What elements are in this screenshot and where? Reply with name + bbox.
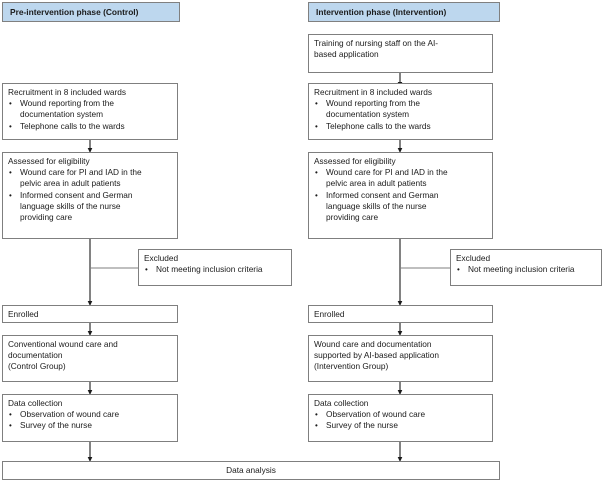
node-title: Excluded: [144, 253, 179, 263]
node-title: Recruitment in 8 included wards: [8, 87, 127, 97]
node-title: Assessed for eligibility: [8, 156, 90, 166]
node-control-data-collection: Data collection Observation of wound car…: [2, 394, 178, 442]
node-title: Assessed for eligibility: [314, 156, 396, 166]
node-data-analysis: Data analysis: [2, 461, 500, 480]
phase-header-control-label: Pre-intervention phase (Control): [10, 6, 139, 17]
node-bullet-list: Wound reporting from the documentation s…: [314, 98, 487, 132]
node-control-recruitment: Recruitment in 8 included wards Wound re…: [2, 83, 178, 140]
list-item: Observation of wound care: [314, 409, 487, 420]
node-intervention-recruitment: Recruitment in 8 included wards Wound re…: [308, 83, 493, 140]
node-title: Data analysis: [226, 464, 276, 475]
node-bullet-list: Observation of wound care Survey of the …: [8, 409, 172, 432]
node-bullet-list: Not meeting inclusion criteria: [144, 264, 286, 275]
phase-header-intervention-label: Intervention phase (Intervention): [316, 6, 447, 17]
phase-header-intervention: Intervention phase (Intervention): [308, 2, 500, 22]
node-title: Data collection: [314, 398, 369, 408]
node-intervention-training: Training of nursing staff on the AI- bas…: [308, 34, 493, 73]
node-title: Enrolled: [8, 309, 39, 319]
node-bullet-list: Wound care for PI and IAD in the pelvic …: [314, 167, 487, 223]
node-control-assessed: Assessed for eligibility Wound care for …: [2, 152, 178, 239]
node-title: Excluded: [456, 253, 491, 263]
node-intervention-enrolled: Enrolled: [308, 305, 493, 323]
node-control-enrolled: Enrolled: [2, 305, 178, 323]
list-item: Survey of the nurse: [8, 420, 172, 431]
node-title: Data collection: [8, 398, 63, 408]
list-item: Telephone calls to the wards: [314, 121, 487, 132]
node-title: Conventional wound care and documentatio…: [8, 339, 118, 372]
node-title: Enrolled: [314, 309, 345, 319]
node-intervention-group: Wound care and documentation supported b…: [308, 335, 493, 382]
list-item: Wound care for PI and IAD in the pelvic …: [8, 167, 172, 189]
list-item: Not meeting inclusion criteria: [144, 264, 286, 275]
node-title: Recruitment in 8 included wards: [314, 87, 433, 97]
node-bullet-list: Observation of wound care Survey of the …: [314, 409, 487, 432]
list-item: Telephone calls to the wards: [8, 121, 172, 132]
node-bullet-list: Wound care for PI and IAD in the pelvic …: [8, 167, 172, 223]
node-title: Wound care and documentation supported b…: [314, 339, 440, 372]
list-item: Observation of wound care: [8, 409, 172, 420]
node-intervention-excluded: Excluded Not meeting inclusion criteria: [450, 249, 602, 286]
node-bullet-list: Not meeting inclusion criteria: [456, 264, 596, 275]
list-item: Informed consent and German language ski…: [314, 190, 487, 224]
list-item: Wound care for PI and IAD in the pelvic …: [314, 167, 487, 189]
node-bullet-list: Wound reporting from the documentation s…: [8, 98, 172, 132]
list-item: Wound reporting from the documentation s…: [314, 98, 487, 120]
node-intervention-assessed: Assessed for eligibility Wound care for …: [308, 152, 493, 239]
list-item: Informed consent and German language ski…: [8, 190, 172, 224]
phase-header-control: Pre-intervention phase (Control): [2, 2, 180, 22]
list-item: Not meeting inclusion criteria: [456, 264, 596, 275]
node-intervention-data-collection: Data collection Observation of wound car…: [308, 394, 493, 442]
node-control-excluded: Excluded Not meeting inclusion criteria: [138, 249, 292, 286]
list-item: Survey of the nurse: [314, 420, 487, 431]
node-title: Training of nursing staff on the AI- bas…: [314, 38, 439, 60]
list-item: Wound reporting from the documentation s…: [8, 98, 172, 120]
node-control-group: Conventional wound care and documentatio…: [2, 335, 178, 382]
